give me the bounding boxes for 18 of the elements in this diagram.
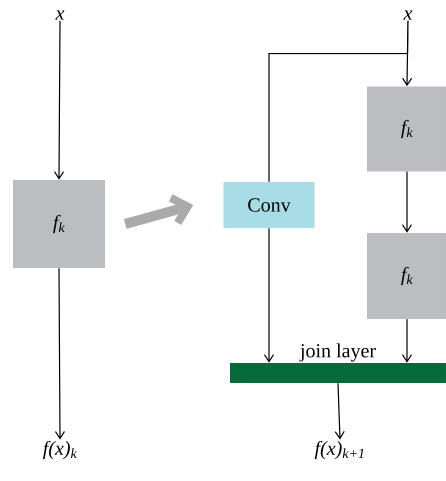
input-label: x [55,10,64,20]
function-box: f$_{k}$ [367,233,446,319]
output-label: f(x)$_{k}$ [42,440,77,460]
function-box: f$_{k}$ [13,180,105,268]
connector-line [268,20,409,182]
arrow [334,383,345,440]
join-layer-bar: join layer [230,342,446,383]
arrow [402,319,412,363]
arrow [264,228,274,363]
node-label: join layer [299,343,376,362]
input-label: x [403,10,412,20]
arrow [402,172,412,233]
function-box: f$_{k}$ [367,86,446,172]
chevron-arrow [124,194,194,229]
conv-box: Conv [224,182,314,228]
arrow [54,20,64,180]
arrow [54,268,65,440]
output-label: f(x)$_{k+1}$ [314,440,364,460]
